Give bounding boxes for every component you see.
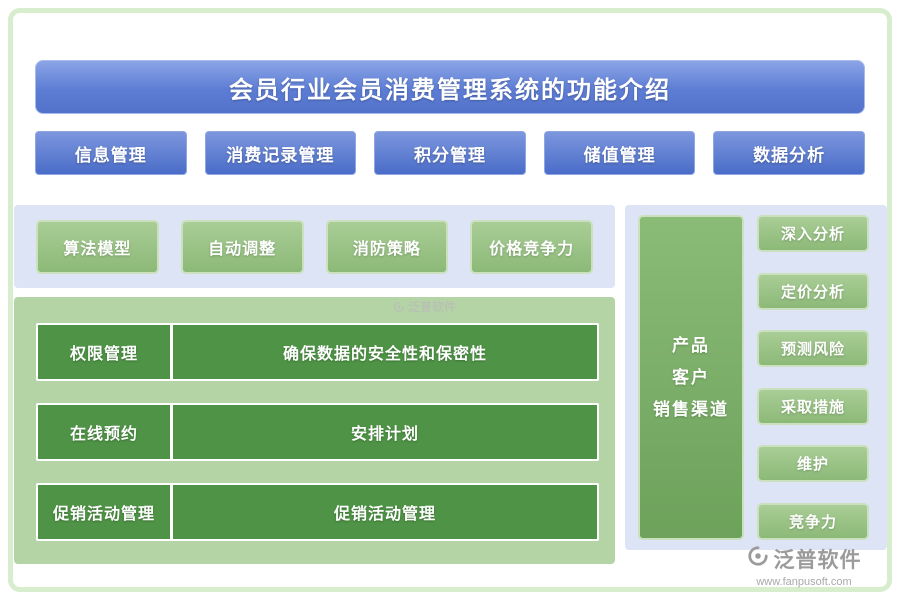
watermark: 泛普软件	[393, 298, 456, 315]
nav-button-info-management[interactable]: 信息管理	[35, 131, 187, 175]
nav-button-points-management[interactable]: 积分管理	[374, 131, 526, 175]
brand-line: 泛普软件	[747, 544, 862, 574]
feature-button-auto-adjust[interactable]: 自动调整	[180, 219, 304, 274]
category-line-customer: 客户	[672, 367, 710, 387]
category-line-product: 产品	[672, 335, 710, 355]
title-banner: 会员行业会员消费管理系统的功能介绍	[35, 60, 865, 114]
feature-button-strategy[interactable]: 消防策略	[325, 219, 449, 274]
row-label-promotions[interactable]: 促销活动管理	[38, 485, 170, 539]
feature-button-price-competitiveness[interactable]: 价格竞争力	[470, 219, 593, 274]
nav-button-data-analysis[interactable]: 数据分析	[713, 131, 865, 175]
row-desc-online-booking: 安排计划	[173, 405, 597, 459]
right-button-risk-forecast[interactable]: 预测风险	[757, 330, 869, 368]
right-button-maintenance[interactable]: 维护	[757, 445, 869, 483]
row-desc-permissions: 确保数据的安全性和保密性	[173, 325, 597, 379]
watermark-logo-icon	[393, 301, 405, 313]
brand-logo-icon	[747, 545, 769, 573]
right-button-column: 深入分析 定价分析 预测风险 采取措施 维护 竞争力	[757, 215, 869, 540]
right-button-deep-analysis[interactable]: 深入分析	[757, 215, 869, 252]
table-row: 权限管理 确保数据的安全性和保密性	[36, 323, 599, 381]
detail-panel: 权限管理 确保数据的安全性和保密性 在线预约 安排计划 促销活动管理 促销活动管…	[14, 297, 615, 564]
right-button-competitiveness[interactable]: 竞争力	[757, 502, 869, 540]
right-button-take-measures[interactable]: 采取措施	[757, 387, 869, 425]
page-title: 会员行业会员消费管理系统的功能介绍	[229, 76, 671, 104]
category-line-sales-channel: 销售渠道	[653, 399, 729, 419]
watermark-text: 泛普软件	[408, 300, 457, 314]
right-button-pricing-analysis[interactable]: 定价分析	[757, 272, 869, 310]
brand-url[interactable]: www.fanpusoft.com	[756, 576, 852, 588]
nav-button-stored-value[interactable]: 储值管理	[543, 131, 696, 175]
row-label-permissions[interactable]: 权限管理	[38, 325, 170, 379]
feature-panel: 算法模型 自动调整 消防策略 价格竞争力	[14, 205, 615, 288]
row-desc-promotions: 促销活动管理	[173, 485, 597, 539]
top-nav: 信息管理 消费记录管理 积分管理 储值管理 数据分析	[35, 131, 865, 175]
footer-brand: 泛普软件 www.fanpusoft.com	[724, 544, 884, 588]
table-row: 在线预约 安排计划	[36, 403, 599, 461]
row-label-online-booking[interactable]: 在线预约	[38, 405, 170, 459]
category-block: 产品 客户 销售渠道	[638, 215, 744, 540]
brand-name: 泛普软件	[773, 549, 862, 572]
feature-button-algorithm-model[interactable]: 算法模型	[36, 219, 159, 274]
nav-button-consumption-records[interactable]: 消费记录管理	[204, 131, 357, 175]
table-row: 促销活动管理 促销活动管理	[36, 483, 599, 541]
right-panel: 产品 客户 销售渠道 深入分析 定价分析 预测风险 采取措施 维护 竞争力	[625, 205, 887, 550]
